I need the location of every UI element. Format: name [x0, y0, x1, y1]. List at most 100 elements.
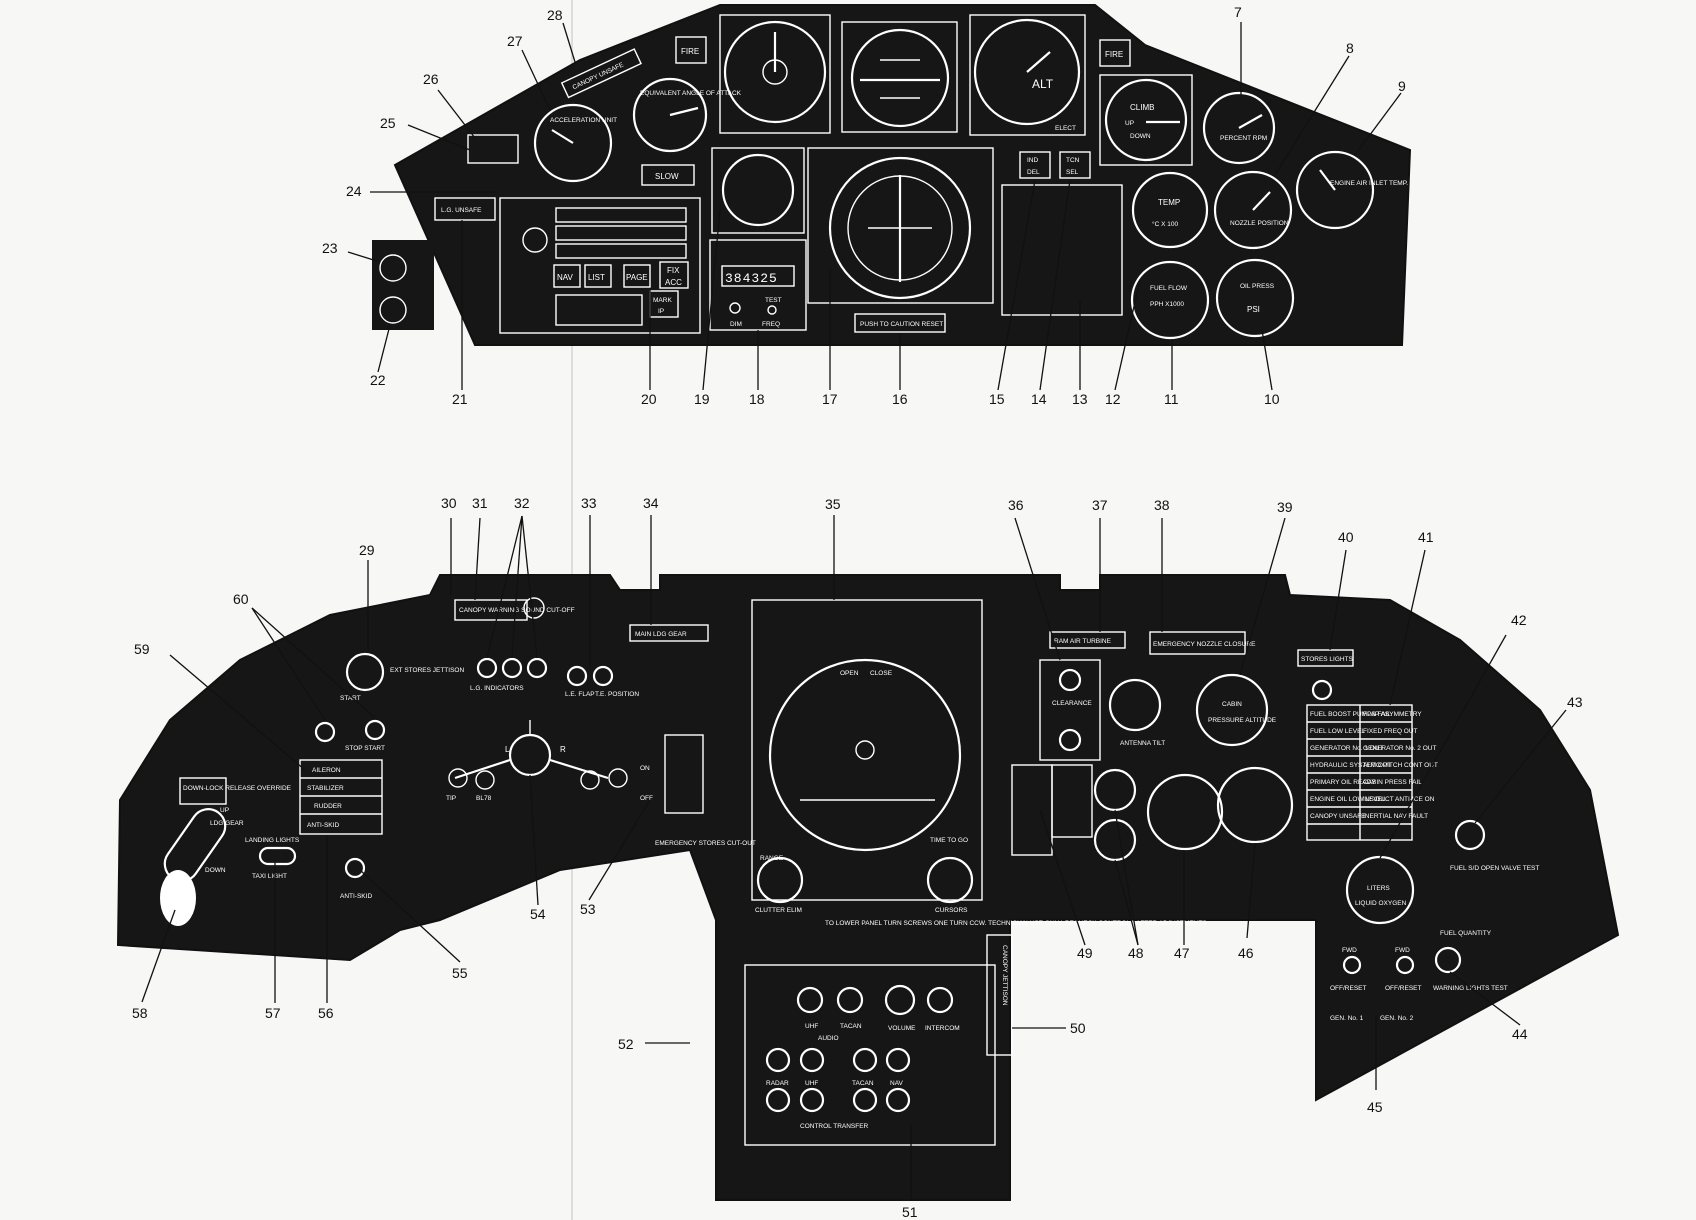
- panel-label: AUDIO: [818, 1035, 839, 1042]
- horizontal-situation-indicator: [828, 156, 972, 300]
- lower-instrument-panel: CANOPY WARNING SOUND CUT-OFF L.G. INDICA…: [116, 574, 1620, 1201]
- stores-lights-label: [1297, 649, 1354, 667]
- panel-label: 44: [1512, 1026, 1528, 1042]
- panel-label: ANTI-SKID: [307, 822, 339, 829]
- panel-label: 28: [547, 7, 563, 23]
- panel-label: OFF/RESET: [1385, 985, 1422, 992]
- panel-label: 40: [1338, 529, 1354, 545]
- panel-label: UP: [220, 807, 229, 814]
- panel-label: PSI: [1247, 305, 1260, 314]
- panel-label: TIP: [446, 795, 456, 802]
- panel-label: STABILIZER: [307, 785, 344, 792]
- panel-label: 33: [581, 495, 597, 511]
- caution-light-panel: FUEL BOOST PUMPS FAIL FLAP ASYMMETRY FUE…: [1306, 704, 1438, 841]
- panel-label: SEL: [1066, 169, 1079, 176]
- panel-label: PPH X1000: [1150, 301, 1184, 308]
- exhaust-temp-gauge: [1131, 171, 1209, 249]
- panel-label: OFF/RESET: [1330, 985, 1367, 992]
- panel-label: PERCENT RPM: [1220, 135, 1267, 142]
- panel-label: GENERATOR No. 1 OUT: [1310, 745, 1383, 752]
- uhf-transfer-knob: [799, 1047, 825, 1073]
- gen-1-switch: [1342, 955, 1362, 975]
- panel-label: ON: [640, 765, 650, 772]
- attitude-indicator-frame: [841, 21, 958, 133]
- upper-instrument-panel: CANOPY UNSAFE FIRE FIRE ACCELERATION UNI…: [372, 4, 1412, 346]
- panel-label: 23: [322, 240, 338, 256]
- lg-indicator-nose: [501, 657, 523, 679]
- panel-label: 51: [902, 1204, 918, 1220]
- panel-label: TAXI LIGHT: [252, 873, 287, 880]
- panel-label: 41: [1418, 529, 1434, 545]
- panel-label: 19: [694, 391, 710, 407]
- tacan-audio-knob: [836, 986, 864, 1014]
- radar-transfer-knob: [765, 1047, 791, 1073]
- panel-label: °C X 100: [1152, 220, 1178, 228]
- panel-label: ENGINE AIR INLET TEMP.: [1330, 180, 1408, 187]
- cabin-pressure-altitude-gauge: [1195, 673, 1269, 747]
- start-switch-1: [314, 721, 336, 743]
- panel-label: INERTIAL NAV FAULT: [1363, 813, 1428, 820]
- panel-label: IND: [1027, 157, 1039, 164]
- ind-del-button: [1019, 151, 1051, 179]
- canopy-jettison-handle: [986, 934, 1013, 1056]
- nozzle-position-gauge: [1213, 170, 1293, 250]
- panel-label: FIXED FREQ OUT: [1363, 728, 1418, 735]
- panel-label: 54: [530, 906, 546, 922]
- lg-indicator-left: [476, 657, 498, 679]
- panel-label: 25: [380, 115, 396, 131]
- cursors-knob: [926, 856, 974, 904]
- airspeed-standby-gauge: [1216, 766, 1294, 844]
- slow-light: [641, 164, 695, 186]
- main-ldg-gear-label: [629, 624, 709, 642]
- panel-label: INTERCOM: [925, 1025, 960, 1032]
- altimeter: [973, 18, 1081, 126]
- range-knob: [756, 856, 804, 904]
- panel-label: GEN. No. 1: [1330, 1015, 1364, 1022]
- panel-label: NAV: [557, 273, 574, 282]
- down-lock-release-button: [179, 777, 227, 805]
- panel-label: LITERS: [1367, 885, 1390, 892]
- panel-label: 9: [1398, 78, 1406, 94]
- panel-label: TO LOWER PANEL TURN SCREWS ONE TURN CCW.…: [825, 920, 1207, 927]
- airspeed-mach-indicator: [723, 20, 827, 124]
- panel-label: ACC: [665, 278, 682, 287]
- panel-label: 59: [134, 641, 150, 657]
- panel-label: 37: [1092, 497, 1108, 513]
- panel-label: ANTENNA TILT: [1120, 740, 1165, 747]
- vertical-speed-indicator: [1104, 78, 1188, 162]
- airspeed-mach-frame: [719, 14, 831, 134]
- intercom-knob: [926, 986, 954, 1014]
- panel-label: BL78: [476, 795, 492, 802]
- panel-label: PUSH TO CAUTION RESET: [860, 321, 943, 328]
- le-flap-indicator: [566, 665, 588, 687]
- nav-transfer-knob: [885, 1047, 911, 1073]
- panel-label: GEN. No. 2: [1380, 1015, 1414, 1022]
- panel-label: AILERON: [312, 767, 341, 774]
- panel-label: 36: [1008, 497, 1024, 513]
- standby-attitude-indicator: [721, 153, 795, 227]
- panel-label: SLOW: [655, 172, 679, 181]
- panel-label: EQUIVALENT ANGLE OF ATTACK: [640, 90, 742, 97]
- panel-label: MARK: [653, 297, 672, 304]
- uhf-audio-knob: [796, 986, 824, 1014]
- fuel-flow-gauge: [1130, 260, 1210, 340]
- panel-label: RUDDER: [314, 803, 342, 810]
- panel-label: 12: [1105, 391, 1121, 407]
- panel-label: ENGINE OIL LOW LEVEL: [1310, 796, 1386, 803]
- panel-label: 30: [441, 495, 457, 511]
- panel-label: 22: [370, 372, 386, 388]
- panel-label: 20: [641, 391, 657, 407]
- ext-stores-jettison-button: [345, 652, 385, 692]
- radar-scope-frame: [751, 599, 983, 901]
- panel-label: 47: [1174, 945, 1190, 961]
- panel-label: T.E. POSITION: [595, 691, 639, 698]
- panel-label: CLOSE: [870, 670, 893, 677]
- panel-label: RANGE: [760, 855, 784, 862]
- panel-label: 43: [1567, 694, 1583, 710]
- panel-label: 35: [825, 496, 841, 512]
- panel-label: 55: [452, 965, 468, 981]
- te-flap-indicator: [592, 665, 614, 687]
- panel-label: 52: [618, 1036, 634, 1052]
- landing-lights-switch: [258, 846, 297, 866]
- emergency-nozzle-closure-handle: [1149, 631, 1246, 655]
